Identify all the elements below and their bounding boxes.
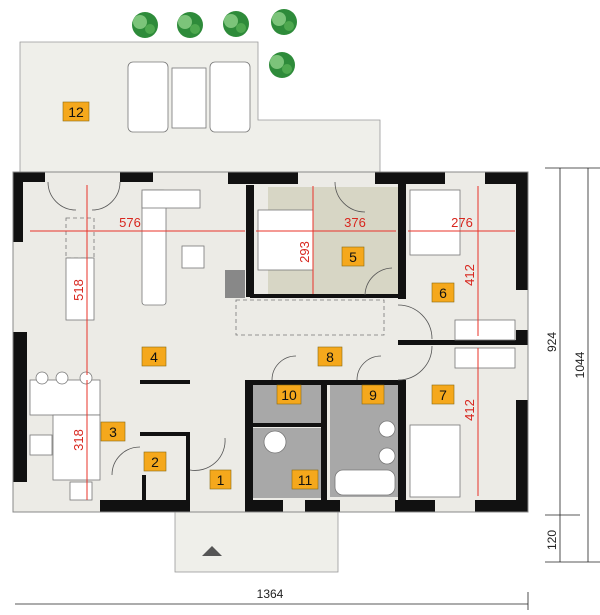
svg-text:8: 8 (326, 349, 334, 365)
room-label-2: 2 (143, 451, 167, 472)
dim-living-width: 576 (119, 215, 141, 230)
trees (132, 9, 297, 78)
svg-text:4: 4 (150, 349, 158, 365)
entrance-porch (174, 504, 339, 573)
outdoor-sofa-set (127, 61, 251, 133)
svg-text:2: 2 (151, 454, 159, 470)
dim-porch-depth: 120 (545, 530, 559, 550)
outer-dimensions: 924 120 1044 1364 (15, 167, 600, 610)
svg-text:7: 7 (439, 387, 447, 403)
dim-bedroom7-depth: 412 (462, 399, 477, 421)
svg-text:11: 11 (298, 472, 313, 488)
dim-bedroom5-depth: 293 (297, 241, 312, 263)
dim-bedroom5-width: 376 (344, 215, 366, 230)
dim-house-depth: 924 (545, 332, 559, 352)
tree-icon (177, 12, 203, 38)
room-label-6: 6 (431, 282, 455, 303)
tree-icon (132, 12, 158, 38)
room-label-10: 10 (276, 384, 302, 405)
svg-text:12: 12 (68, 104, 84, 120)
dim-bedroom6-depth: 412 (462, 264, 477, 286)
furniture (29, 181, 516, 501)
room-label-4: 4 (141, 346, 167, 367)
svg-text:1: 1 (217, 472, 225, 488)
room-label-8: 8 (317, 346, 343, 367)
room-label-3: 3 (100, 421, 126, 442)
room-label-5: 5 (341, 246, 365, 267)
dim-dining-length: 518 (71, 279, 86, 301)
room-label-7: 7 (431, 384, 455, 405)
svg-text:3: 3 (109, 424, 117, 440)
tree-icon (271, 9, 297, 35)
walls (13, 172, 528, 512)
dim-total-depth: 1044 (573, 351, 587, 378)
tree-icon (269, 52, 295, 78)
room-label-9: 9 (361, 384, 385, 405)
tree-icon (223, 11, 249, 37)
svg-text:6: 6 (439, 285, 447, 301)
dim-kitchen-length: 318 (71, 429, 86, 451)
svg-text:5: 5 (349, 249, 357, 265)
exterior-outline (12, 171, 529, 513)
room-label-12: 12 (62, 101, 90, 122)
svg-text:9: 9 (369, 387, 377, 403)
entrance-arrow-icon (202, 546, 222, 556)
room-label-1: 1 (209, 469, 232, 490)
interior-dimensions: 576 376 276 518 318 293 412 412 (30, 185, 515, 500)
svg-text:10: 10 (281, 387, 297, 403)
room-label-11: 11 (291, 469, 319, 490)
dim-total-width: 1364 (257, 587, 284, 601)
dim-bedroom6-width: 276 (451, 215, 473, 230)
